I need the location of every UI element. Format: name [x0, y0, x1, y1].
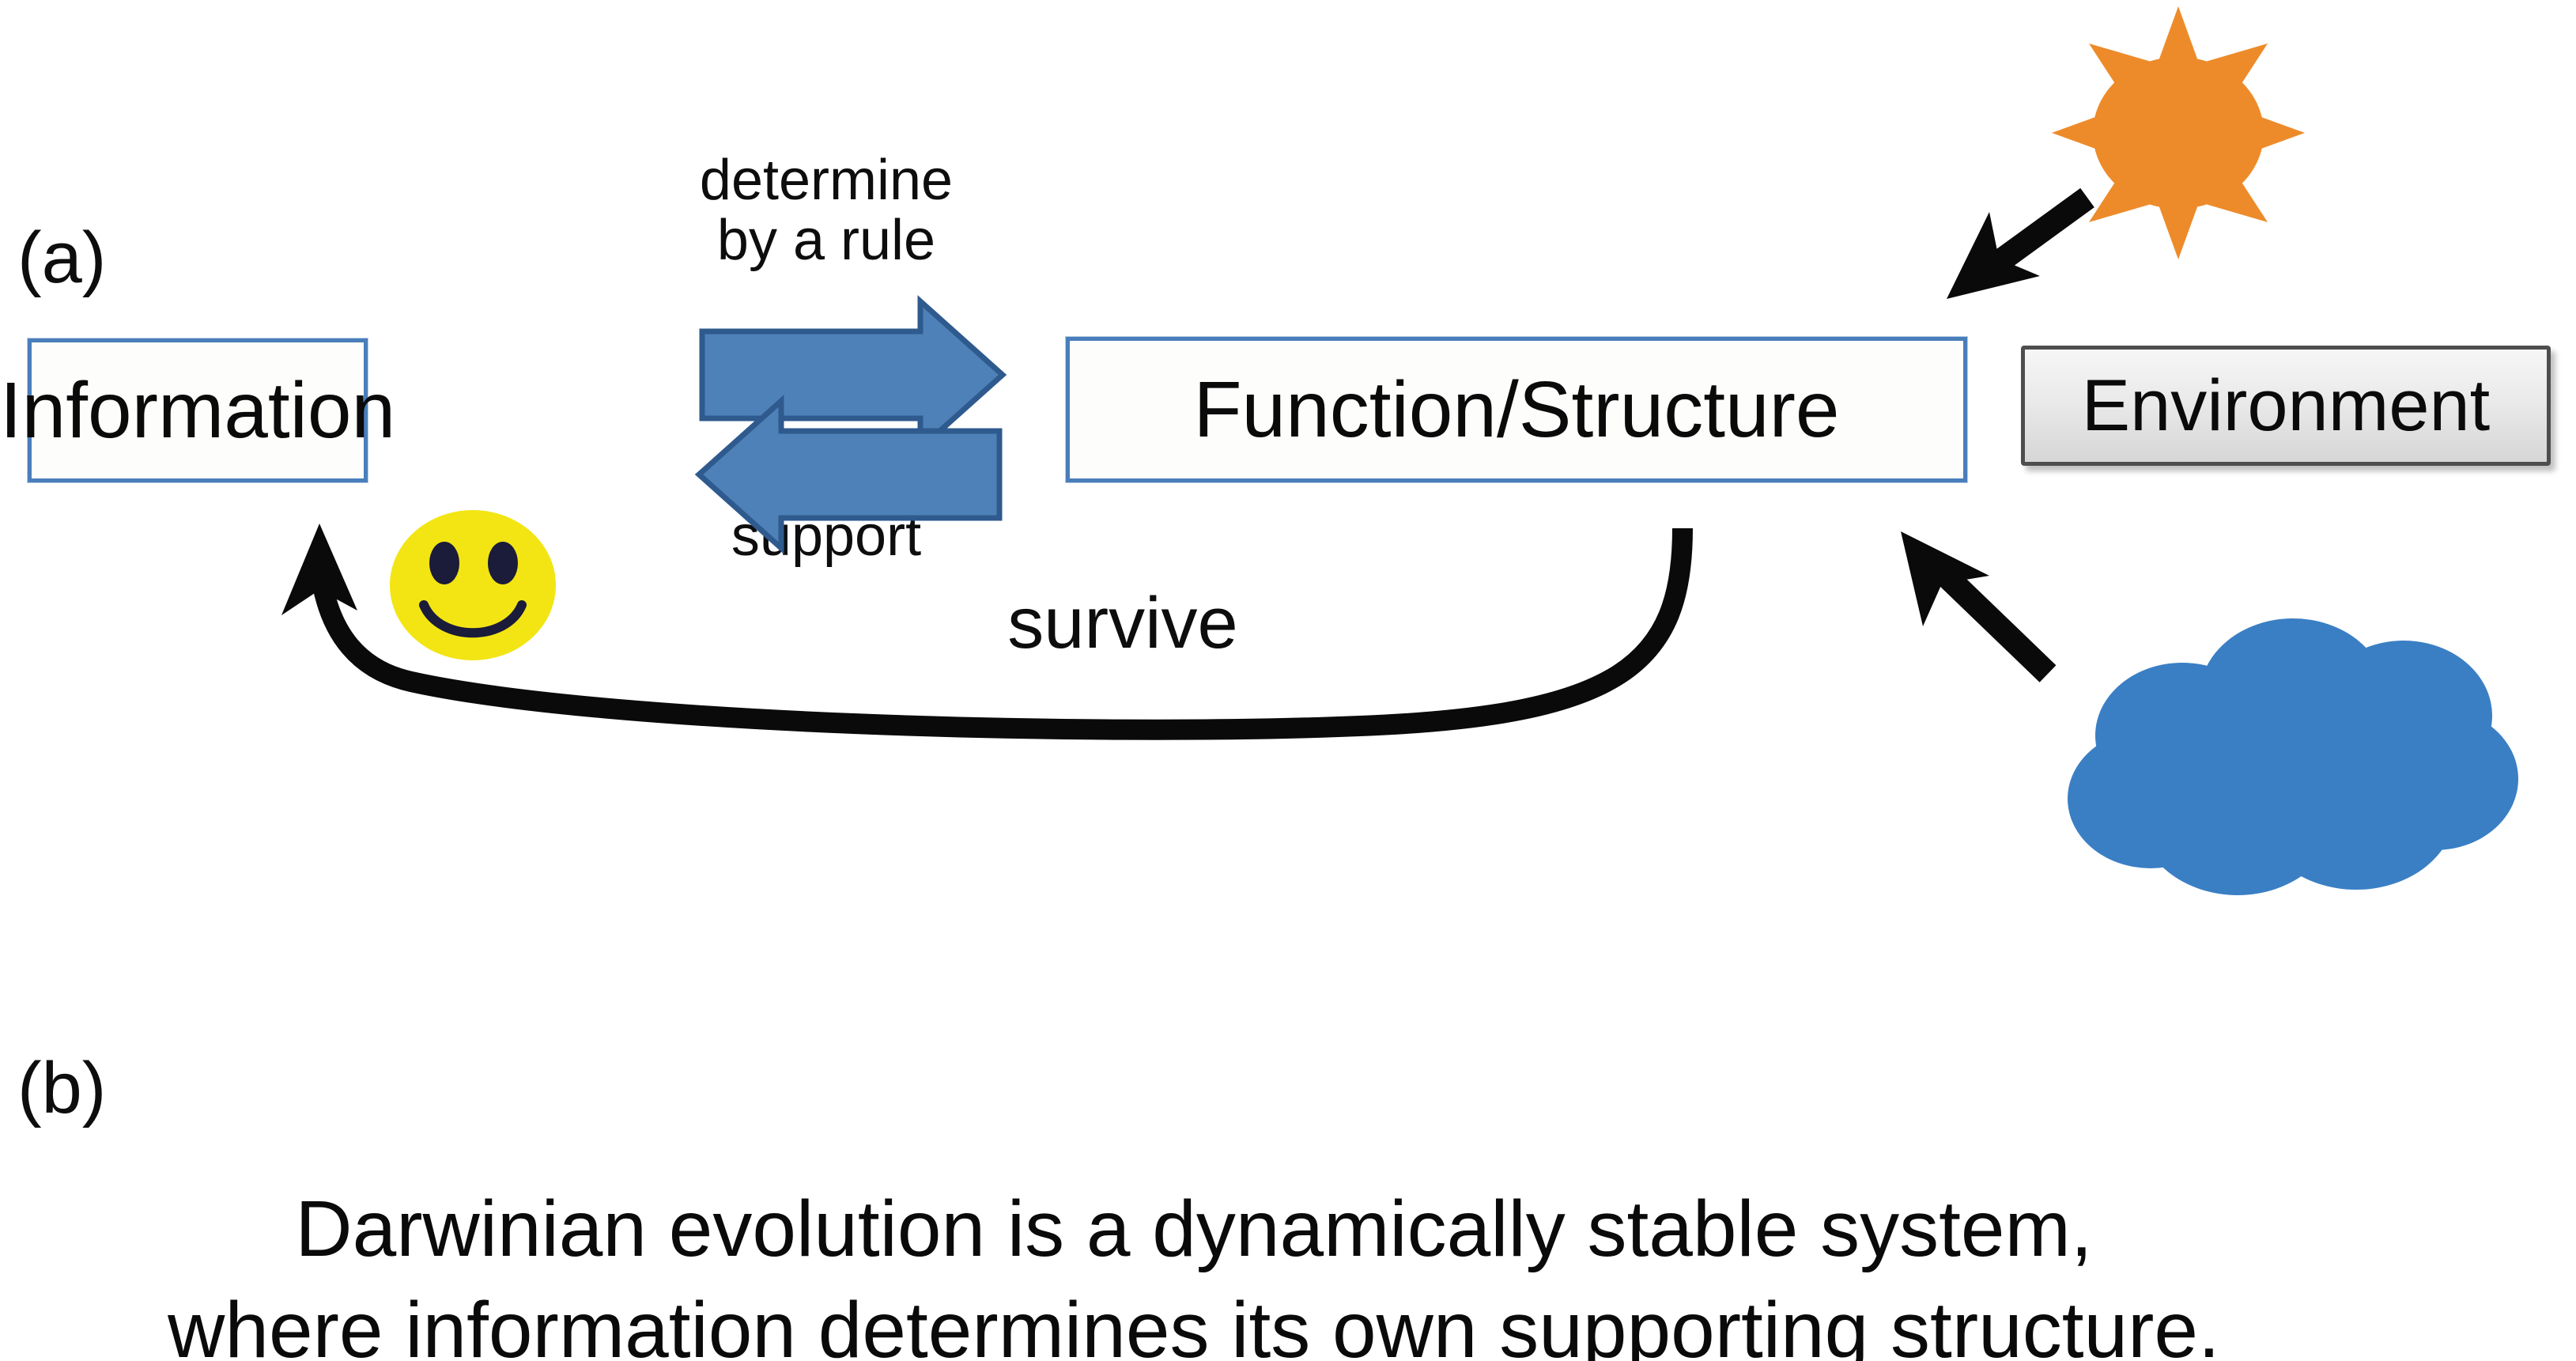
determine-edge-label-line2: by a rule [716, 209, 936, 273]
survive-curved-arrow[interactable] [281, 524, 1693, 740]
panel-a-label: (a) [17, 217, 107, 298]
node-function-structure-label: Function/Structure [1193, 365, 1840, 454]
determine-edge-label-line1: determine [699, 149, 954, 212]
node-environment-label: Environment [2081, 365, 2491, 446]
survive-edge-label-line1: survive [1007, 583, 1238, 663]
panel-b-label: (b) [17, 1048, 107, 1128]
node-environment[interactable]: Environment [2021, 346, 2551, 466]
determine-block-arrow[interactable] [699, 295, 1007, 455]
cloud-to-function-structure-arrow[interactable] [1901, 531, 2057, 682]
sun-icon [2052, 6, 2305, 259]
sun-to-environment-arrow[interactable] [1947, 187, 2094, 299]
figure-caption: Darwinian evolution is a dynamically sta… [47, 1178, 2340, 1361]
figure-caption-line2: where information determines its own sup… [168, 1286, 2220, 1361]
support-block-arrow[interactable] [694, 395, 1003, 554]
cloud-icon [2068, 618, 2518, 895]
node-information-label: Information [0, 366, 396, 455]
node-information[interactable]: Information [0, 338, 395, 482]
node-function-structure[interactable]: Function/Structure [1066, 337, 1967, 482]
figure-caption-line1: Darwinian evolution is a dynamically sta… [295, 1185, 2093, 1273]
determine-edge-label: determine by a rule [625, 150, 1028, 271]
smiley-face-icon [390, 510, 556, 660]
survive-edge-label: survive [901, 583, 1344, 663]
